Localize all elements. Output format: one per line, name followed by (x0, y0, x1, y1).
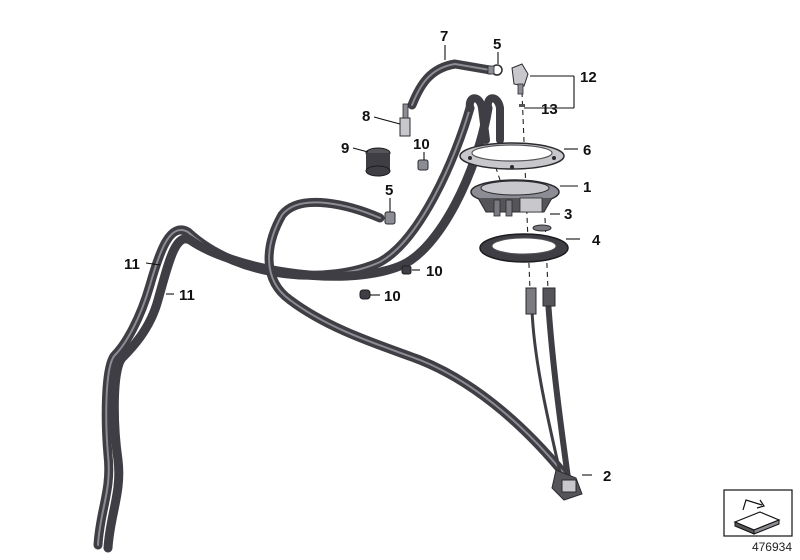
part-5-clamp-mid (384, 211, 396, 225)
callout-3: 3 (564, 206, 572, 223)
part-10-cap-mid (401, 265, 412, 275)
part-5-clamp-top (487, 64, 503, 76)
callout-9: 9 (341, 140, 349, 157)
part-1-pump-flange (470, 179, 560, 217)
callout-5-top: 5 (493, 36, 501, 53)
leader-lines (145, 45, 592, 476)
callout-12: 12 (580, 69, 597, 86)
callout-2: 2 (603, 468, 611, 485)
part-10-cap-low (359, 289, 371, 300)
callout-13: 13 (541, 101, 558, 118)
callout-7: 7 (440, 28, 448, 45)
hose-7 (407, 59, 495, 110)
callout-6: 6 (583, 142, 591, 159)
part-6-ring-flange (459, 142, 565, 170)
part-4-gasket-ring (479, 233, 569, 263)
fold-arrow-icon (723, 489, 793, 537)
part-8-valve (399, 103, 411, 137)
callout-11-lower: 11 (179, 287, 195, 304)
callout-8: 8 (362, 108, 370, 125)
hose-11-long (93, 103, 475, 550)
callout-4: 4 (592, 232, 601, 249)
callout-10-top: 10 (413, 136, 430, 153)
part-12-connector (511, 63, 529, 95)
diagram-reference-number: 476934 (751, 540, 792, 554)
wire-harness (525, 287, 583, 501)
callout-5-mid: 5 (385, 182, 393, 199)
part-10-cap-top (417, 159, 429, 171)
callout-10-mid: 10 (426, 263, 443, 280)
callout-10-low: 10 (384, 288, 401, 305)
callout-11-upper: 11 (124, 256, 140, 273)
part-13-clip (519, 104, 525, 107)
hose-loop-top (465, 94, 504, 144)
callout-1: 1 (583, 179, 591, 196)
hose-11-second (103, 103, 493, 553)
hose-return-to-fitting (264, 197, 570, 480)
part-9-sleeve (365, 147, 391, 177)
part-3-seal (532, 224, 552, 232)
